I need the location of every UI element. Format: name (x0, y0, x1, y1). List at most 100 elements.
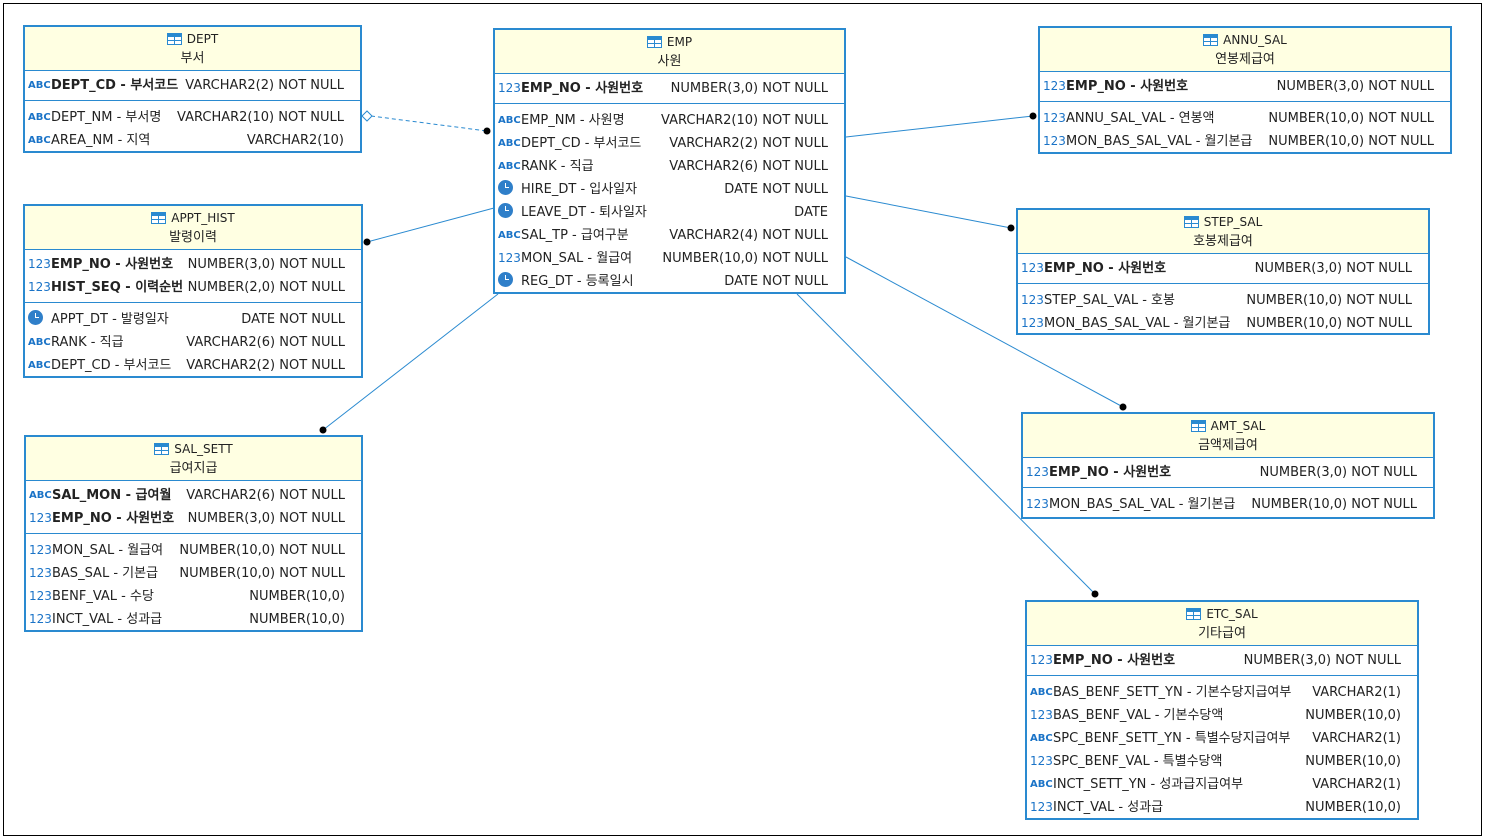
string-type-icon: ABC (1030, 779, 1053, 790)
number-type-icon: 123 (498, 251, 521, 265)
relation-emp-sett[interactable] (322, 293, 499, 431)
string-type-icon: ABC (28, 360, 51, 371)
table-icon (1190, 420, 1206, 436)
string-type-icon: ABC (498, 230, 521, 241)
number-type-icon: 123 (29, 612, 52, 626)
column-name: DEPT_CD - 부서코드 (51, 78, 179, 93)
table-name: ETC_SAL (1206, 607, 1258, 621)
column-name: INCT_VAL - 성과급 (1053, 800, 1164, 815)
column-name: REG_DT - 등록일시 (521, 274, 634, 289)
column-name: MON_SAL - 월급여 (521, 251, 633, 266)
column-type: NUMBER(3,0) NOT NULL (187, 257, 345, 272)
number-type-icon: 123 (1026, 465, 1049, 479)
table-comment: 기타급여 (1198, 626, 1246, 641)
number-type-icon: 123 (1030, 800, 1053, 814)
column-name: EMP_NO - 사원번호 (1066, 79, 1189, 94)
relation-emp-annu[interactable] (845, 115, 1034, 138)
column-type: VARCHAR2(2) NOT NULL (185, 78, 344, 93)
relation-emp-etc[interactable] (796, 293, 1096, 595)
relation-emp-appt[interactable] (366, 207, 495, 243)
relation-emp-appt-end-dot (363, 238, 371, 246)
column-name: DEPT_CD - 부서코드 (51, 358, 172, 373)
relation-emp-step[interactable] (845, 195, 1012, 229)
string-type-icon: ABC (28, 80, 51, 91)
table-title: AMT_SAL (1023, 418, 1433, 436)
relation-dept-emp[interactable] (370, 115, 488, 132)
number-type-icon: 123 (1043, 111, 1066, 125)
table-header[interactable]: ETC_SAL 기타급여 (1027, 602, 1417, 646)
number-type-icon: 123 (1043, 79, 1066, 93)
column-name: RANK - 직급 (51, 335, 124, 350)
table-icon (646, 36, 662, 52)
relation-emp-amt[interactable] (845, 256, 1124, 408)
column-name: APPT_DT - 발령일자 (51, 312, 169, 327)
column-type: VARCHAR2(6) NOT NULL (186, 488, 345, 503)
column-name: EMP_NM - 사원명 (521, 113, 625, 128)
table-comment: 급여지급 (169, 461, 218, 476)
relation-dept-emp-optional-diamond (361, 110, 373, 122)
column-name: HIST_SEQ - 이력순번 (51, 280, 184, 295)
column-name: EMP_NO - 사원번호 (51, 257, 174, 272)
column-type: VARCHAR2(6) NOT NULL (669, 159, 828, 174)
column-name: LEAVE_DT - 퇴사일자 (521, 205, 647, 220)
number-type-icon: 123 (1021, 316, 1044, 330)
date-type-icon (28, 308, 48, 331)
